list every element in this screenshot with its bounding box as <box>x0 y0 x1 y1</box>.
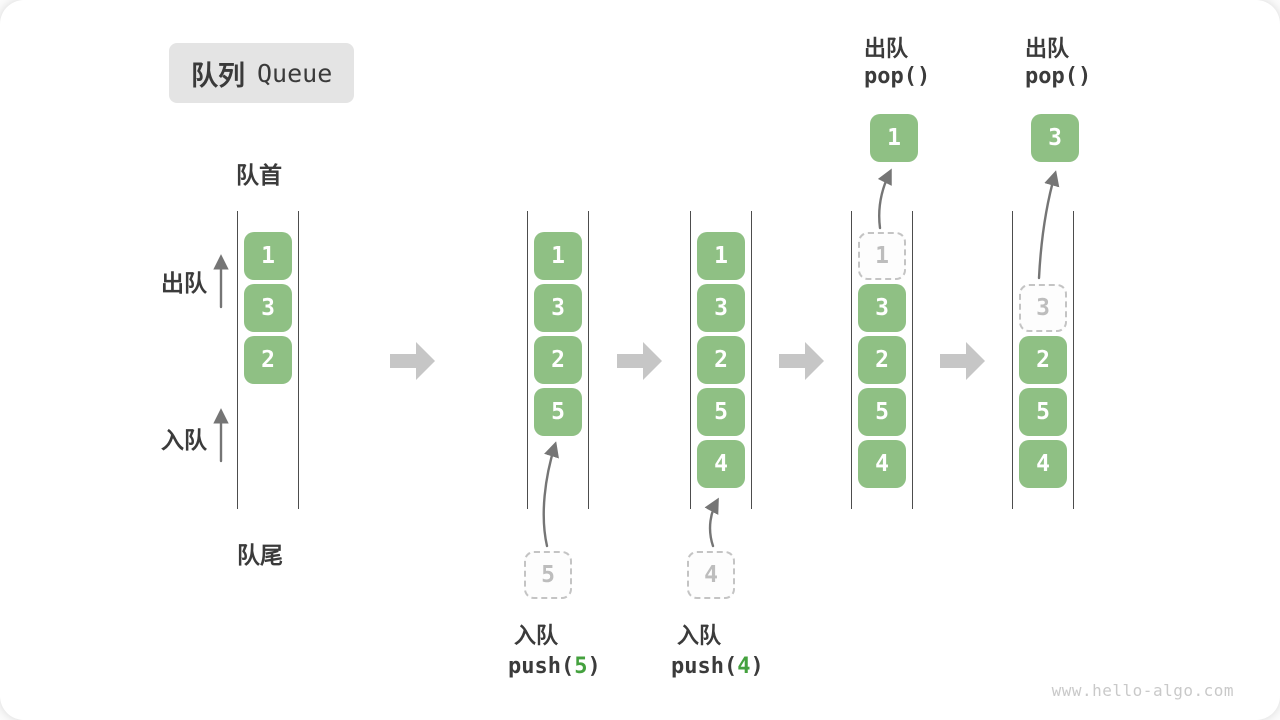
step-arrow-icon <box>939 341 986 381</box>
queue-item: 5 <box>1019 388 1067 436</box>
op-code-pop: pop() <box>864 64 931 89</box>
queue-item-ghost: 1 <box>858 232 906 280</box>
queue-item: 5 <box>858 388 906 436</box>
queue-item: 2 <box>534 336 582 384</box>
title-en: Queue <box>257 58 333 88</box>
op-label-dequeue: 出队 <box>864 36 909 61</box>
title-zh: 队列 <box>191 60 245 91</box>
watermark: www.hello-algo.com <box>1051 681 1234 700</box>
step-arrow-icon <box>616 341 663 381</box>
popped-item: 3 <box>1031 114 1079 162</box>
queue-item: 3 <box>697 284 745 332</box>
op-code-push: push(4) <box>671 654 764 679</box>
queue-item: 3 <box>244 284 292 332</box>
curved-up-arrow-icon <box>877 168 892 230</box>
queue-item: 2 <box>1019 336 1067 384</box>
queue-item: 3 <box>858 284 906 332</box>
queue-item: 2 <box>858 336 906 384</box>
curved-up-arrow-icon <box>1037 170 1060 280</box>
step-arrow-icon <box>390 341 436 381</box>
op-label-dequeue: 出队 <box>1025 36 1070 61</box>
op-label-enqueue: 入队 <box>514 623 559 648</box>
incoming-item: 5 <box>524 551 572 599</box>
dequeue-direction-label: 出队 <box>161 270 207 296</box>
op-code-part: push( <box>508 654 575 679</box>
queue-item: 1 <box>697 232 745 280</box>
curved-up-arrow-icon <box>704 497 719 548</box>
queue-channel-line <box>1011 211 1014 509</box>
op-code-push: push(5) <box>508 654 601 679</box>
queue-item: 4 <box>1019 440 1067 488</box>
op-code-part: push( <box>671 654 738 679</box>
queue-channel-line <box>850 211 853 509</box>
step-arrow-icon <box>778 341 825 381</box>
queue-channel-line <box>587 211 590 509</box>
incoming-item: 4 <box>687 551 735 599</box>
queue-front-label: 队首 <box>236 162 282 188</box>
queue-channel-line <box>297 211 300 509</box>
queue-rear-label: 队尾 <box>237 542 283 568</box>
queue-item: 4 <box>858 440 906 488</box>
queue-item-ghost: 3 <box>1019 284 1067 332</box>
queue-item: 2 <box>697 336 745 384</box>
queue-item: 3 <box>534 284 582 332</box>
op-code-part: ) <box>587 654 601 679</box>
queue-channel-line <box>689 211 692 509</box>
queue-item: 1 <box>244 232 292 280</box>
queue-item: 1 <box>534 232 582 280</box>
op-code-part: ) <box>750 654 764 679</box>
queue-channel-line <box>750 211 753 509</box>
op-code-pop: pop() <box>1025 64 1092 89</box>
queue-channel-line <box>526 211 529 509</box>
queue-channel-line <box>236 211 239 509</box>
op-code-part: 5 <box>574 654 588 679</box>
title-badge: 队列 Queue <box>169 43 355 103</box>
op-label-enqueue: 入队 <box>677 623 722 648</box>
queue-item: 5 <box>534 388 582 436</box>
op-code-part: 4 <box>737 654 751 679</box>
queue-item: 4 <box>697 440 745 488</box>
enqueue-direction-label: 入队 <box>161 427 207 453</box>
popped-item: 1 <box>870 114 918 162</box>
queue-channel-line <box>1072 211 1075 509</box>
queue-channel-line <box>911 211 914 509</box>
queue-item: 5 <box>697 388 745 436</box>
queue-item: 2 <box>244 336 292 384</box>
curved-up-arrow-icon <box>542 441 559 548</box>
